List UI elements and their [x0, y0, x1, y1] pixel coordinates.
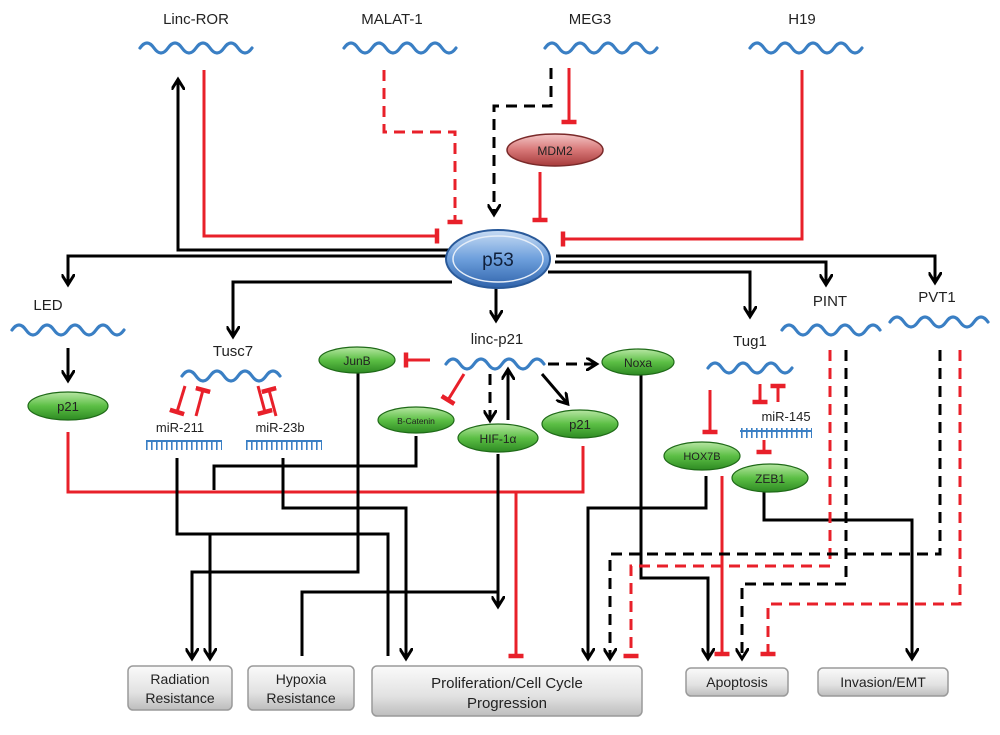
outcome-boxes [127, 665, 949, 717]
label-noxa: Noxa [624, 356, 652, 370]
label-apoptosis: Apoptosis [706, 674, 767, 690]
wave-h19 [748, 41, 864, 55]
edge-pvt1-apoptosis [760, 350, 962, 657]
edge-tusc7-mir211 [169, 385, 187, 417]
edge-linc-p21-bcatenin [440, 373, 466, 406]
edge-hox7b-proliferation [588, 476, 708, 656]
node-noxa [601, 348, 675, 376]
comb-mir23b [246, 440, 322, 450]
protein-nodes [27, 133, 809, 493]
label-zeb1: ZEB1 [755, 472, 785, 486]
label-p21-mid: p21 [569, 417, 591, 432]
label-meg3: MEG3 [569, 11, 612, 28]
edge-hif1a-outcomes [300, 454, 498, 656]
node-mdm2 [506, 133, 604, 167]
label-linc-ror: Linc-ROR [163, 11, 229, 28]
edge-linc-ror-p53 [202, 70, 440, 244]
edge-p53-tug1 [548, 270, 750, 314]
wave-meg3 [543, 41, 659, 55]
mirna-combs [146, 428, 812, 450]
edge-noxa-apoptosis [639, 374, 708, 656]
label-radiation-1: Radiation [150, 671, 209, 687]
box-hypoxia [247, 665, 355, 711]
edge-p53-pvt1 [556, 254, 935, 280]
label-hypoxia-1: Hypoxia [276, 671, 327, 687]
edge-mir23b-tusc7 [261, 385, 278, 417]
edge-pint-proliferation [623, 350, 832, 659]
node-p53-ring [452, 235, 544, 283]
box-proliferation [371, 665, 643, 717]
wave-tug1 [706, 361, 794, 375]
node-hox7b [663, 441, 741, 471]
edge-meg3-p53 [494, 68, 553, 212]
wave-linc-p21 [444, 357, 546, 371]
label-p53: p53 [482, 250, 514, 271]
wave-linc-ror [138, 41, 254, 55]
box-invasion [817, 667, 949, 697]
edge-mir211-tusc7 [194, 385, 211, 417]
label-pvt1: PVT1 [918, 289, 956, 306]
edge-mir23b-proliferation [281, 458, 406, 656]
node-zeb1 [731, 463, 809, 493]
edge-bcatenin-hypoxia [212, 436, 418, 490]
edge-tusc7-mir23b [256, 385, 273, 417]
label-junb: JunB [343, 354, 370, 368]
edge-malat1-p53 [382, 70, 463, 225]
connections [66, 68, 962, 659]
label-prolif-1: Proliferation/Cell Cycle [431, 675, 583, 692]
edge-pint-apoptosis [742, 350, 848, 656]
label-linc-p21: linc-p21 [471, 331, 524, 348]
label-mir211: miR-211 [156, 420, 204, 435]
label-invasion: Invasion/EMT [840, 674, 926, 690]
edge-mir211-outcomes [175, 458, 390, 656]
label-prolif-2: Progression [467, 695, 547, 712]
box-apoptosis [685, 667, 789, 697]
node-hif1a [457, 423, 539, 453]
edge-p53-tusc7 [233, 280, 452, 334]
label-tug1: Tug1 [733, 333, 767, 350]
label-malat1: MALAT-1 [361, 11, 422, 28]
wave-led [10, 323, 126, 337]
edge-pvt1-proliferation [610, 350, 942, 656]
edge-p53-led [68, 254, 450, 282]
label-h19: H19 [788, 11, 816, 28]
box-radiation [127, 665, 233, 711]
label-radiation-2: Resistance [145, 690, 214, 706]
node-bcatenin [377, 406, 455, 434]
node-p21-mid [541, 409, 619, 439]
wave-malat1 [342, 41, 458, 55]
label-mir145: miR-145 [761, 409, 810, 424]
comb-mir145 [740, 428, 812, 438]
node-p21-left [27, 391, 109, 421]
wave-pint [780, 323, 882, 337]
edge-p53-linc-ror [178, 82, 450, 252]
lncrna-waves [10, 41, 990, 383]
wave-pvt1 [888, 315, 990, 329]
edge-h19-p53 [560, 70, 804, 247]
label-mdm2: MDM2 [537, 144, 573, 158]
label-led: LED [33, 297, 62, 314]
label-mir23b: miR-23b [255, 420, 304, 435]
labels: Linc-ROR MALAT-1 MEG3 H19 LED Tusc7 linc… [33, 11, 955, 712]
label-pint: PINT [813, 293, 847, 310]
wave-tusc7 [180, 369, 282, 383]
label-bcatenin: B-Catenin [397, 416, 435, 426]
label-tusc7: Tusc7 [213, 343, 253, 360]
node-p53 [445, 229, 551, 289]
node-junb [318, 346, 396, 374]
label-hif1a: HIF-1α [480, 432, 517, 446]
edge-p21s-proliferation [66, 432, 585, 656]
comb-mir211 [146, 440, 222, 450]
edge-zeb1-invasion [762, 492, 912, 656]
label-hypoxia-2: Resistance [266, 690, 335, 706]
edge-junb-radiation [192, 372, 360, 656]
edge-p53-pint [555, 260, 826, 282]
edge-linc-p21-p21 [540, 373, 566, 402]
label-hox7b: HOX7B [683, 451, 720, 463]
label-p21-left: p21 [57, 399, 79, 414]
